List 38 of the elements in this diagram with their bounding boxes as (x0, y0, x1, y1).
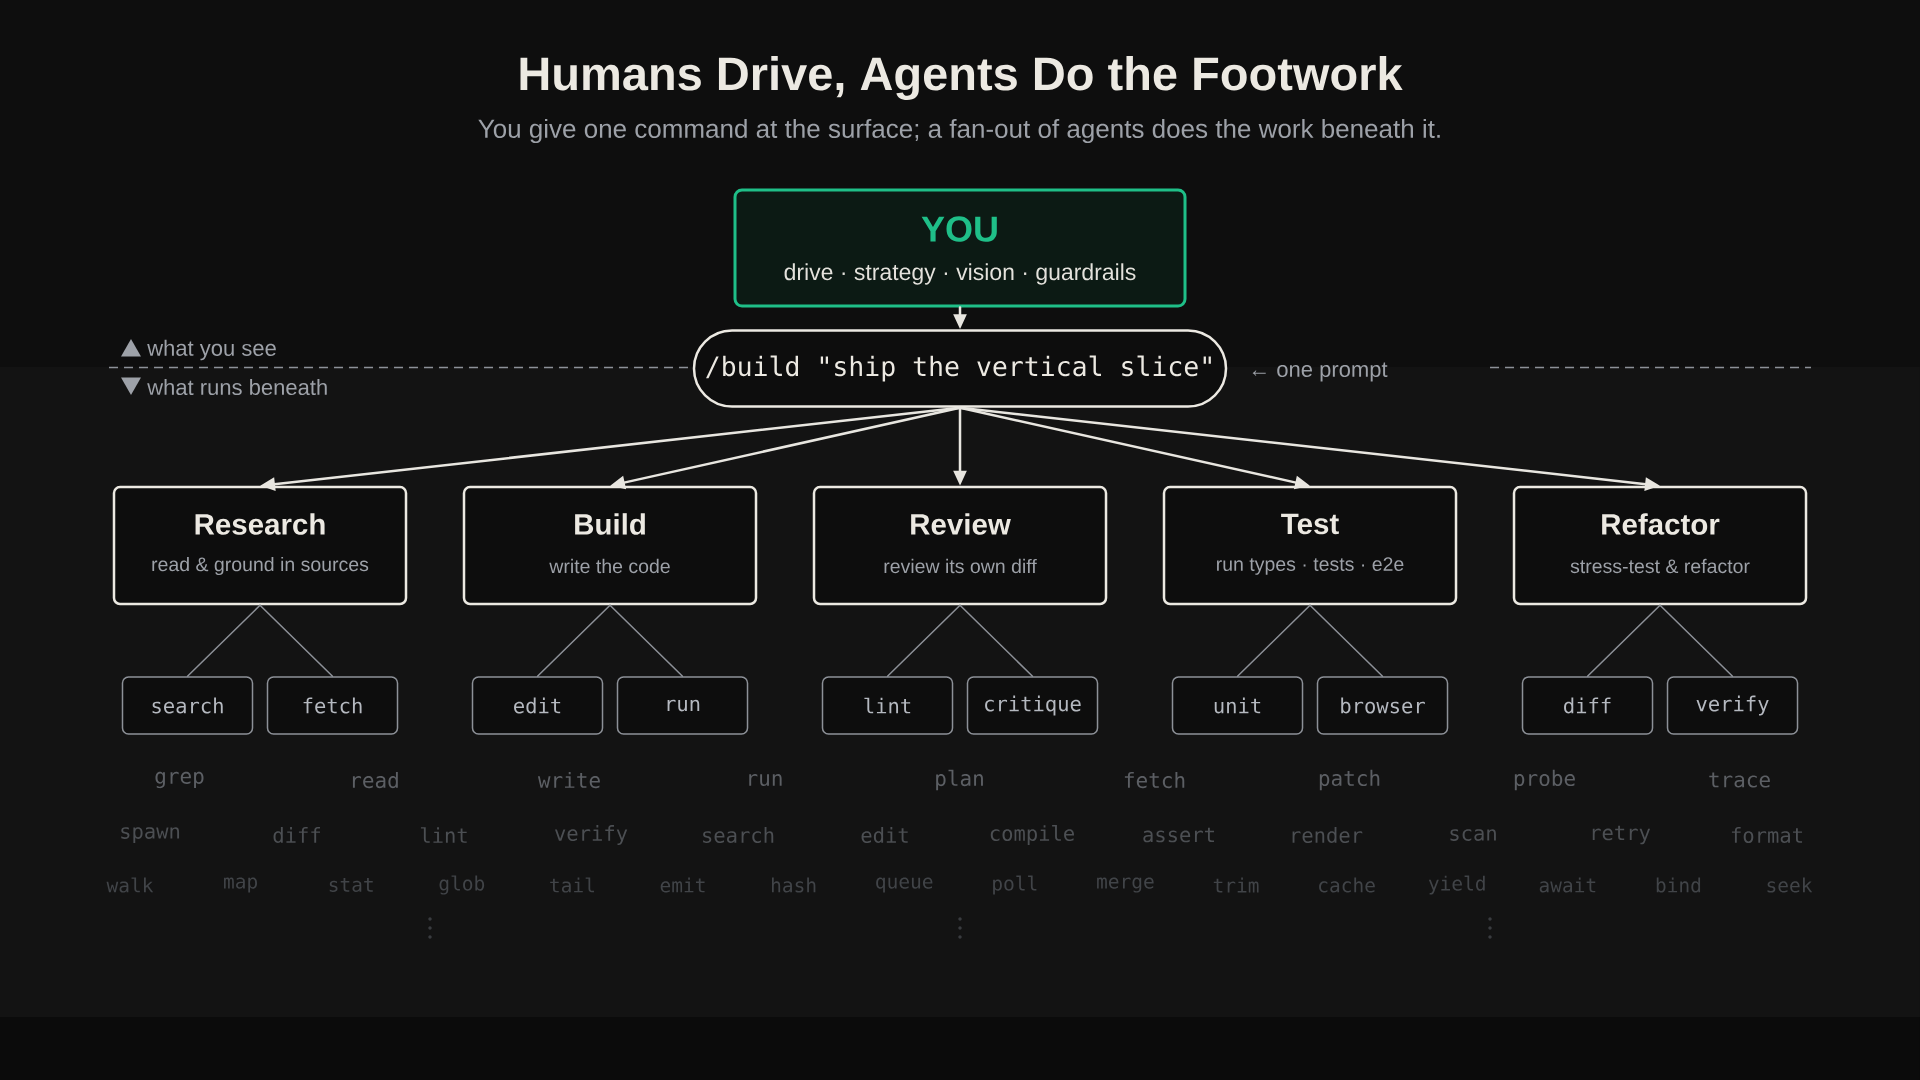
faint-word: format (1731, 827, 1803, 843)
faint-word: fetch (1124, 771, 1185, 789)
box-title: YOU (921, 216, 997, 242)
faint-word: plan (936, 769, 983, 791)
box-title: Research (195, 513, 325, 535)
faint-word: scan (1450, 829, 1496, 841)
faint-word: retry (1592, 825, 1651, 845)
faint-word: patch (1319, 769, 1380, 791)
box-description: review its own diff (884, 558, 1037, 574)
faint-word: probe (1514, 769, 1575, 791)
faint-word: read (352, 771, 398, 789)
title: Humans Drive, Agents Do the Footwork (520, 56, 1403, 100)
annotation-text: what runs beneath (147, 378, 327, 396)
box-description: read & ground in sources (152, 556, 369, 576)
box-title: Build (575, 513, 645, 535)
box-title: Refactor (1602, 513, 1720, 535)
faint-word: grep (155, 771, 204, 789)
faint-word: edit (861, 827, 908, 843)
faint-word: lint (420, 827, 467, 843)
side-note: ← one prompt (1252, 362, 1388, 382)
annotation-text: what you see (147, 339, 276, 361)
faint-word: spawn (121, 827, 180, 843)
faint-word: compile (990, 825, 1074, 845)
faint-word: write (537, 771, 600, 789)
box-title: Review (911, 513, 1011, 535)
faint-word: verify (555, 825, 628, 845)
box-description: run types · tests · e2e (1217, 557, 1404, 575)
faint-word: render (1292, 827, 1363, 843)
box-description: drive · strategy · vision · guardrails (784, 263, 1136, 285)
faint-word: assert (1143, 827, 1215, 843)
box-description: write the code (549, 558, 670, 574)
faint-word: diff (273, 827, 320, 843)
faint-word: search (703, 827, 774, 843)
box-title: Test (1281, 513, 1339, 535)
faint-word: trace (1709, 772, 1770, 788)
faint-word: run (749, 774, 782, 787)
subtitle: You give one command at the surface; a fan-out of agents does the work beneath it. (478, 118, 1440, 144)
box-description: stress-test & refactor (1570, 558, 1750, 574)
